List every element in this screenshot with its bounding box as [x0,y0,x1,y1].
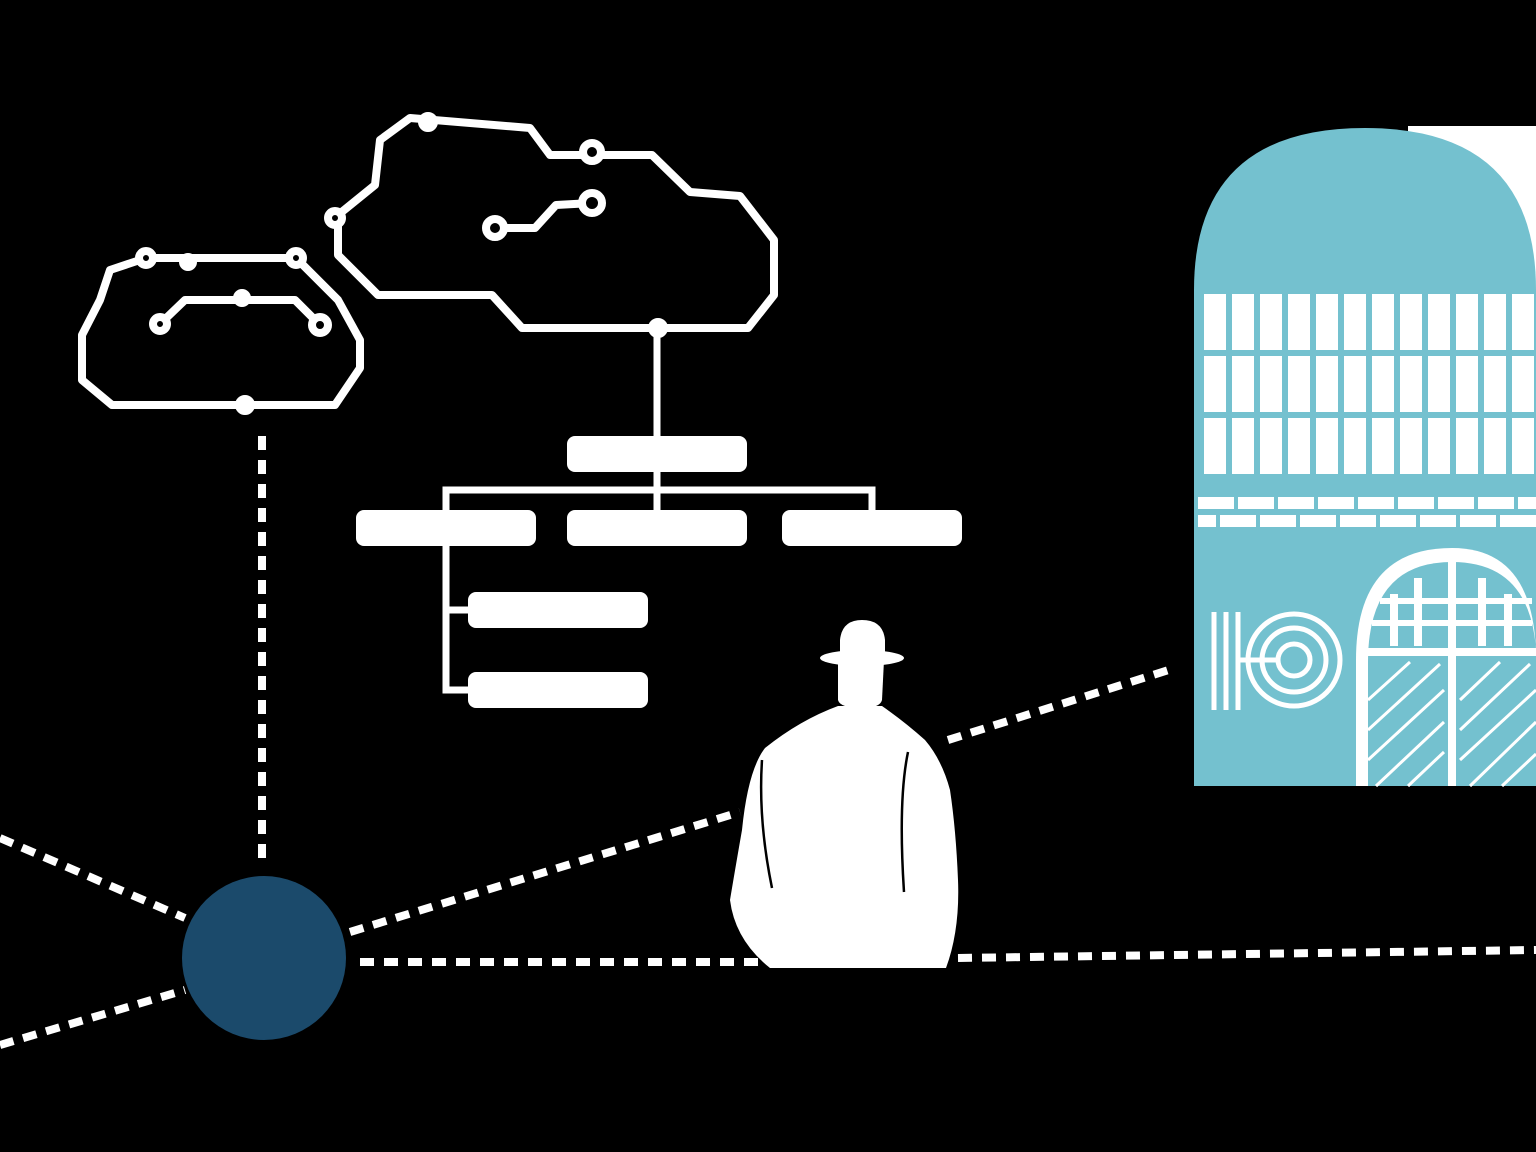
org-box-left [356,510,536,546]
org-box-top [567,436,747,472]
dashed-line-to-building [946,664,1177,744]
left-circuit-cloud-icon [78,247,364,415]
org-box-sub-1 [468,592,648,628]
right-circuit-cloud-icon [324,112,778,338]
org-box-right [782,510,962,546]
org-box-center [567,510,747,546]
wall-ornament [1211,611,1343,710]
network-node [182,876,346,1040]
arched-door [1356,548,1536,788]
dashed-line-left-top [0,834,187,922]
network-lines [0,436,1536,1049]
dashed-line-to-person [348,808,742,936]
man-in-bowler-hat [730,620,959,968]
upper-windows [1204,294,1534,474]
org-chart-icon [356,330,962,708]
dashed-line-horizontal-right [957,946,1536,962]
org-box-sub-2 [468,672,648,708]
dashed-line-left-bottom [0,986,187,1049]
brick-band [1198,497,1536,527]
arched-building-facade [1194,126,1536,788]
